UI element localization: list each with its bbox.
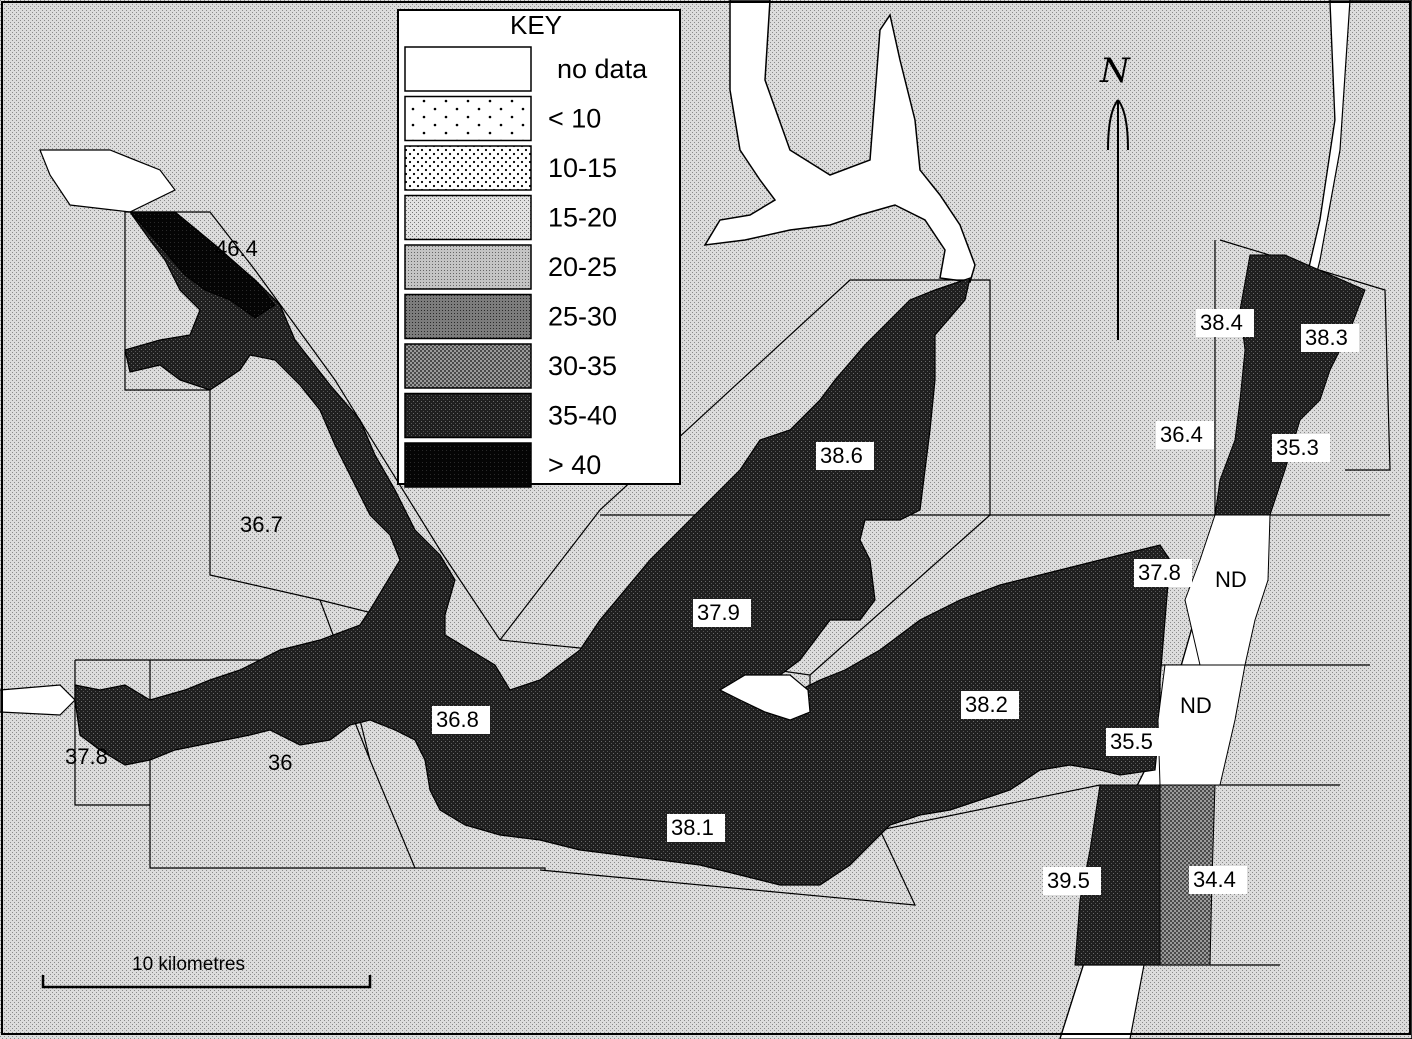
legend-label-p25: 25-30 [548,302,617,332]
region-r4: 36 [268,750,292,775]
region-label-box [693,599,751,627]
legend-swatch-p30 [404,343,532,389]
legend-label-p20: 20-25 [548,252,617,282]
region-label: 37.9 [697,600,740,625]
region-label: 37.8 [1138,560,1181,585]
legend-label-p35: 35-40 [548,401,617,431]
region-label-box [1134,559,1192,587]
region-label: 36.8 [436,707,479,732]
region-label-box [1189,866,1247,894]
region-label: 38.4 [1200,310,1243,335]
nd-block-lower [1157,664,1246,786]
region-r14: 39.5 [1043,867,1101,895]
region-label-box [816,442,874,470]
block-30-35 [1159,784,1216,966]
region-r11: ND [1215,567,1247,592]
region-label-box [1196,309,1254,337]
region-r5: 36.8 [432,706,490,734]
region-label: 37.8 [65,744,108,769]
legend-label-p40: > 40 [548,450,601,480]
region-label-box [1106,728,1164,756]
legend-swatch-lt10 [404,95,532,142]
region-r12: ND [1180,693,1212,718]
legend-label-lt10: < 10 [548,104,601,134]
region-r3: 37.8 [65,744,108,769]
region-r6: 38.1 [667,814,725,842]
central-island [718,674,811,721]
region-label: 36.7 [240,512,283,537]
region-label: 35.3 [1276,435,1319,460]
legend-label-p10: 10-15 [548,153,617,183]
region-label: ND [1180,693,1212,718]
northwest-river [39,149,176,213]
region-label: 38.6 [820,443,863,468]
legend-title: KEY [510,10,562,40]
region-label: 46.4 [215,236,258,261]
region-label-box [667,814,725,842]
region-label: 36 [268,750,292,775]
northern-river [703,0,976,283]
region-label-box [1272,434,1330,462]
estuary-water [74,211,1171,886]
region-label: 38.3 [1305,325,1348,350]
north-arrow-icon [1107,99,1129,340]
region-r10: 37.8 [1134,559,1192,587]
region-r9: 38.2 [961,691,1019,719]
region-r7: 37.9 [693,599,751,627]
west-inlet [0,684,76,716]
legend-label-p15: 15-20 [548,203,617,233]
region-r2: 36.7 [240,512,283,537]
scale-bar-label: 10 kilometres [132,954,245,975]
legend: KEY no data < 10 10-15 15-20 20-25 25-30 30-35… [397,9,681,488]
region-label: 36.4 [1160,422,1203,447]
legend-swatch-p25 [404,293,532,340]
legend-swatch-p20 [404,244,532,290]
legend-swatch-p40 [404,442,532,488]
region-r19: 35.3 [1272,434,1330,462]
region-r17: 38.3 [1301,324,1359,352]
legend-swatch-p35 [404,392,532,439]
legend-swatch-p15 [404,194,532,241]
region-label-box [961,691,1019,719]
scale-bar-line [41,975,372,989]
scale-bar: 10 kilometres [41,954,372,989]
legend-label-nodata: no data [557,54,648,84]
region-r18: 36.4 [1156,421,1214,449]
region-label: 34.4 [1193,867,1236,892]
legend-swatch-nodata [404,46,532,92]
region-label: 38.2 [965,692,1008,717]
region-label-box [1156,421,1214,449]
region-label: 39.5 [1047,868,1090,893]
region-r16: 38.4 [1196,309,1254,337]
region-label-box [432,706,490,734]
region-r13: 35.5 [1106,728,1164,756]
region-label: 35.5 [1110,729,1153,754]
region-label-box [1043,867,1101,895]
region-r15: 34.4 [1189,866,1247,894]
northwest-arm [128,211,276,319]
region-label: ND [1215,567,1247,592]
legend-label-p30: 30-35 [548,351,617,381]
north-arrow: N [1099,51,1131,340]
region-label-box [1301,324,1359,352]
legend-swatch-p10 [404,145,532,191]
north-label: N [1099,51,1131,91]
region-r1: 46.4 [215,236,258,261]
region-label: 38.1 [671,815,714,840]
region-r8: 38.6 [816,442,874,470]
